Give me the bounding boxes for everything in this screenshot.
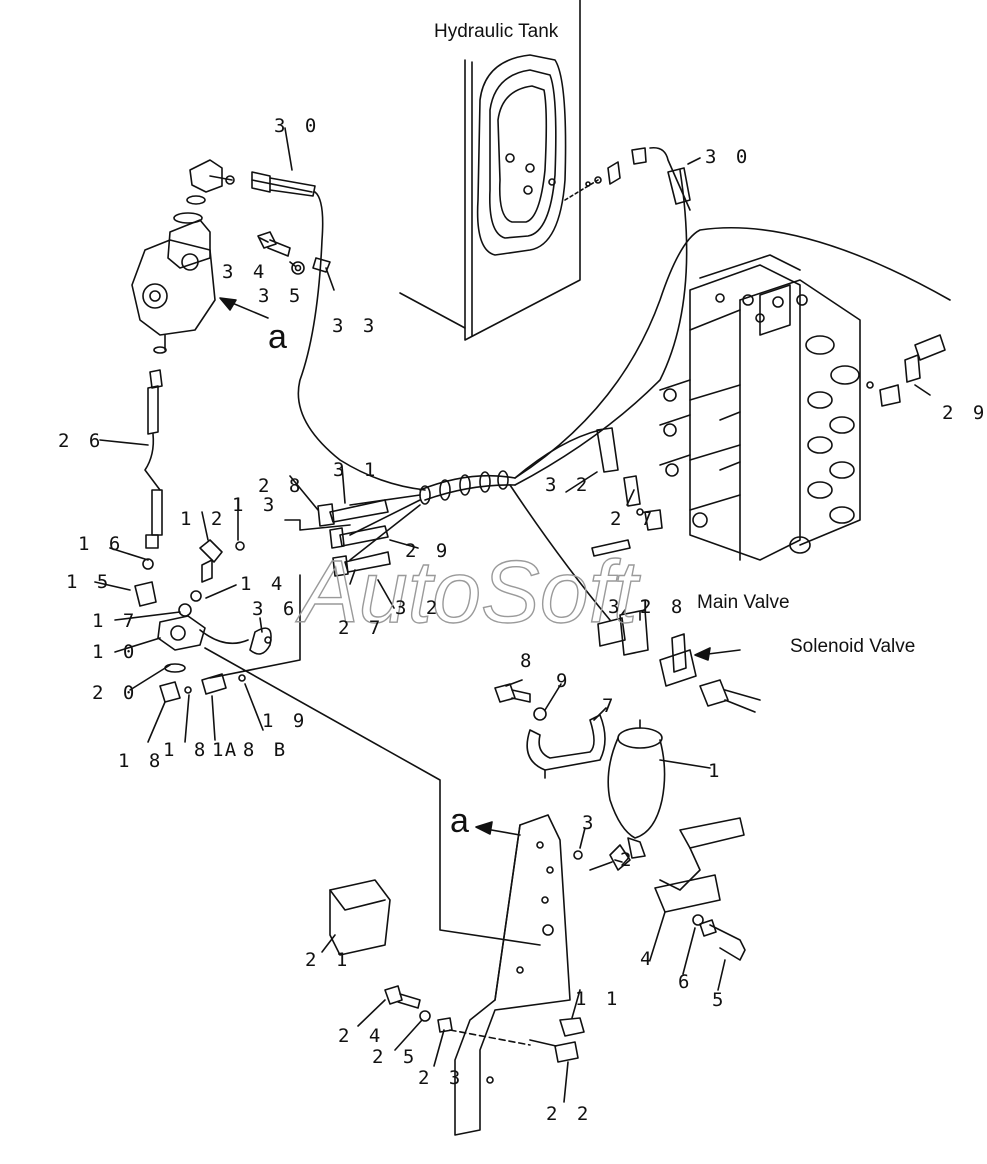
solenoid-valve [659, 633, 761, 713]
part-number-17: 1 7 [92, 610, 138, 632]
accumulator [607, 719, 666, 859]
part-number-31: 3 1 [608, 596, 654, 618]
part-number-2: 2 [620, 849, 635, 871]
part-number-7: 7 [602, 695, 617, 717]
part-number-19: 1 9 [262, 710, 308, 732]
part-number-36: 3 6 [252, 598, 298, 620]
part-number-16: 1 6 [78, 533, 124, 555]
part-number-3: 3 [582, 812, 597, 834]
part-number-18a: 1 8 A [163, 739, 240, 761]
solenoid-valve-label: Solenoid Valve [790, 636, 915, 657]
part-number-23: 2 3 [418, 1067, 464, 1089]
part-number-24: 2 4 [338, 1025, 384, 1047]
part-number-9: 9 [556, 670, 571, 692]
part-number-21: 2 1 [305, 949, 351, 971]
part-number-1: 1 [708, 760, 723, 782]
part-number-30: 3 0 [705, 146, 751, 168]
hydraulic-tank [399, 0, 581, 341]
part-number-11: 1 1 [575, 988, 621, 1010]
part-number-12: 1 2 [180, 508, 226, 530]
part-number-27: 2 7 [338, 617, 384, 639]
part-number-4: 4 [640, 948, 655, 970]
pilot-pump [131, 159, 235, 354]
part-number-18b: 1 8 B [212, 739, 289, 761]
mounting-plate [454, 814, 571, 1136]
part-numbers: 3 0 3 0 3 4 3 5 3 3 2 9 2 6 2 8 3 1 1 3 … [58, 115, 987, 1125]
part-number-31: 3 1 [333, 459, 379, 481]
part-number-25: 2 5 [372, 1046, 418, 1068]
part-number-13: 1 3 [232, 494, 278, 516]
hydraulic-tank-label: Hydraulic Tank [434, 21, 559, 42]
part-number-30: 3 0 [274, 115, 320, 137]
part-number-29: 2 9 [942, 402, 987, 424]
part-number-35: 3 5 [258, 285, 304, 307]
view-a-label-top: a [268, 318, 287, 356]
main-valve-block [659, 254, 861, 561]
part-number-10: 1 0 [92, 641, 138, 663]
watermark: AutoSoft [295, 542, 641, 641]
part-number-29: 2 9 [405, 540, 451, 562]
part-number-32: 3 2 [395, 597, 441, 619]
part-number-34: 3 4 [222, 261, 268, 283]
part-number-27: 2 7 [610, 508, 656, 530]
hose-bundle [349, 169, 951, 621]
part-number-32: 3 2 [545, 474, 591, 496]
main-valve-label: Main Valve [697, 592, 790, 613]
part-number-28: 2 8 [640, 596, 686, 618]
part-number-20: 2 0 [92, 682, 138, 704]
pilot-solenoid [157, 615, 272, 655]
part-number-15: 1 5 [66, 571, 112, 593]
part-number-22: 2 2 [546, 1103, 592, 1125]
part-number-28: 2 8 [258, 475, 304, 497]
part-number-8: 8 [520, 650, 535, 672]
part-number-33: 3 3 [332, 315, 378, 337]
view-a-label-bottom: a [450, 802, 469, 840]
part-number-5: 5 [712, 989, 727, 1011]
part-number-6: 6 [678, 971, 693, 993]
part-number-18: 1 8 [118, 750, 164, 772]
part-number-26: 2 6 [58, 430, 104, 452]
part-number-14: 1 4 [240, 573, 286, 595]
